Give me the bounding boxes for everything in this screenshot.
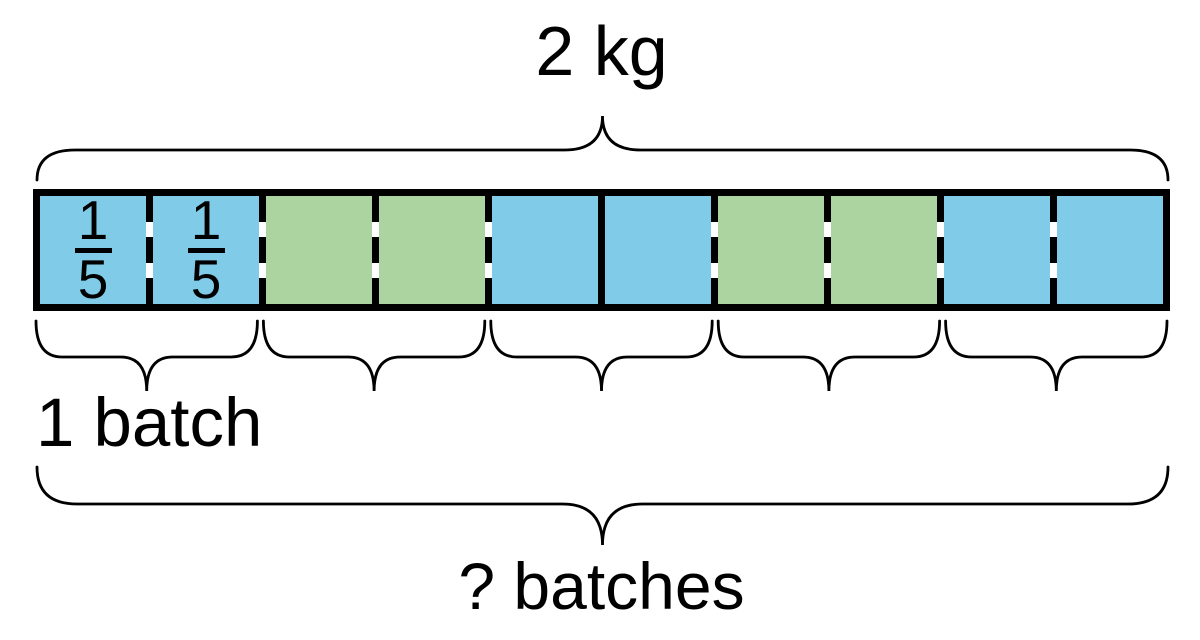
cell-divider-dashed: [372, 196, 379, 304]
fraction-numerator: 1: [77, 189, 109, 252]
batch-brace-4: [716, 319, 941, 392]
fraction-bar: [74, 247, 112, 253]
fraction-bar: [187, 247, 225, 253]
batch-brace-3: [489, 319, 714, 392]
fraction-numerator: 1: [190, 189, 222, 252]
cell-divider-dashed: [146, 196, 153, 304]
tape-cell-6-blue: [605, 196, 711, 304]
cell-divider-dashed: [937, 196, 944, 304]
tape-cell-7-green: [718, 196, 824, 304]
cell-divider-dashed: [259, 196, 266, 304]
batch-brace-2: [262, 319, 487, 392]
tape-cell-10-blue: [1057, 196, 1163, 304]
cell-divider-dashed: [485, 196, 492, 304]
tape-cell-3-green: [266, 196, 372, 304]
top-brace-2kg: [35, 115, 1170, 182]
batch-brace-1: [34, 319, 259, 392]
total-batches-label: ? batches: [458, 549, 745, 623]
fraction-denominator: 5: [77, 247, 109, 310]
tape-cell-4-green: [379, 196, 485, 304]
cell-divider-dashed: [824, 196, 831, 304]
cell-divider-solid: [598, 196, 605, 304]
one-batch-label: 1 batch: [36, 384, 263, 461]
tape-cell-9-blue: [944, 196, 1050, 304]
fraction-denominator: 5: [190, 247, 222, 310]
tape-cell-5-blue: [492, 196, 598, 304]
tape-cell-8-green: [831, 196, 937, 304]
batch-brace-5: [944, 319, 1169, 392]
cell-divider-dashed: [711, 196, 718, 304]
total-weight-label: 2 kg: [535, 12, 668, 90]
total-brace-batches: [35, 465, 1170, 546]
cell-divider-dashed: [1050, 196, 1057, 304]
